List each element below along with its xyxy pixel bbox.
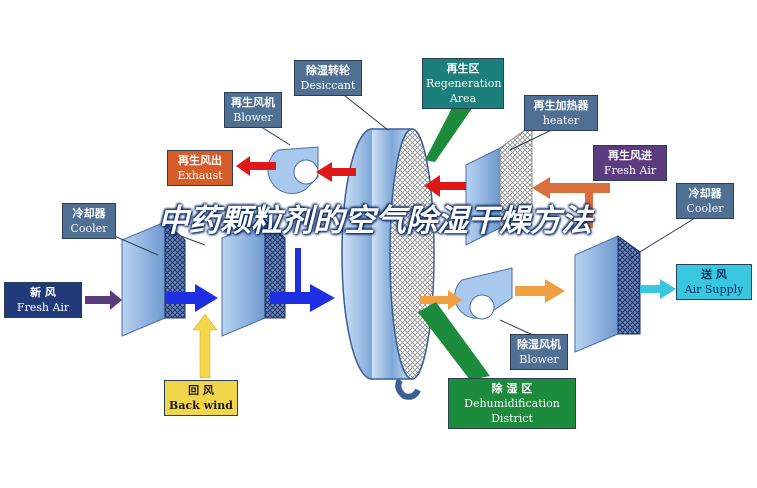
overlay-title: 中药颗粒剂的空气除湿干燥方法	[158, 203, 592, 239]
regen-blower-fan	[267, 146, 319, 194]
right-cooler-unit	[574, 235, 641, 353]
desiccant-wheel	[341, 128, 435, 400]
regen-blower-label: 再生风机 Blower	[224, 92, 282, 128]
left-cooler-label: 冷却器 Cooler	[62, 203, 116, 239]
heater-unit	[465, 124, 533, 246]
regeneration-area-label: 再生区 Regeneration Area	[422, 58, 504, 109]
dehum-blower-fan	[454, 267, 513, 320]
dehum-blower-label: 除湿风机 Blower	[510, 334, 568, 370]
right-cooler-label: 冷却器 Cooler	[676, 183, 734, 219]
regen-heater-label: 再生加热器 heater	[524, 95, 598, 131]
regeneration-area-pointer	[425, 104, 475, 162]
dehum-district-label: 除 湿 区 Dehumidification District	[448, 378, 576, 429]
desiccant-label: 除湿转轮 Desiccant	[294, 60, 362, 96]
regen-exhaust-label: 再生风出 Exhaust	[167, 150, 233, 186]
dehum-district-pointer	[418, 302, 490, 380]
process-arrows	[85, 156, 676, 379]
regen-air-in-label: 再生风进 Fresh Air	[593, 145, 667, 181]
back-wind-label: 回 风 Back wind	[164, 380, 238, 416]
fresh-air-label: 新 风 Fresh Air	[4, 282, 82, 318]
air-supply-label: 送 风 Air Supply	[676, 264, 752, 300]
